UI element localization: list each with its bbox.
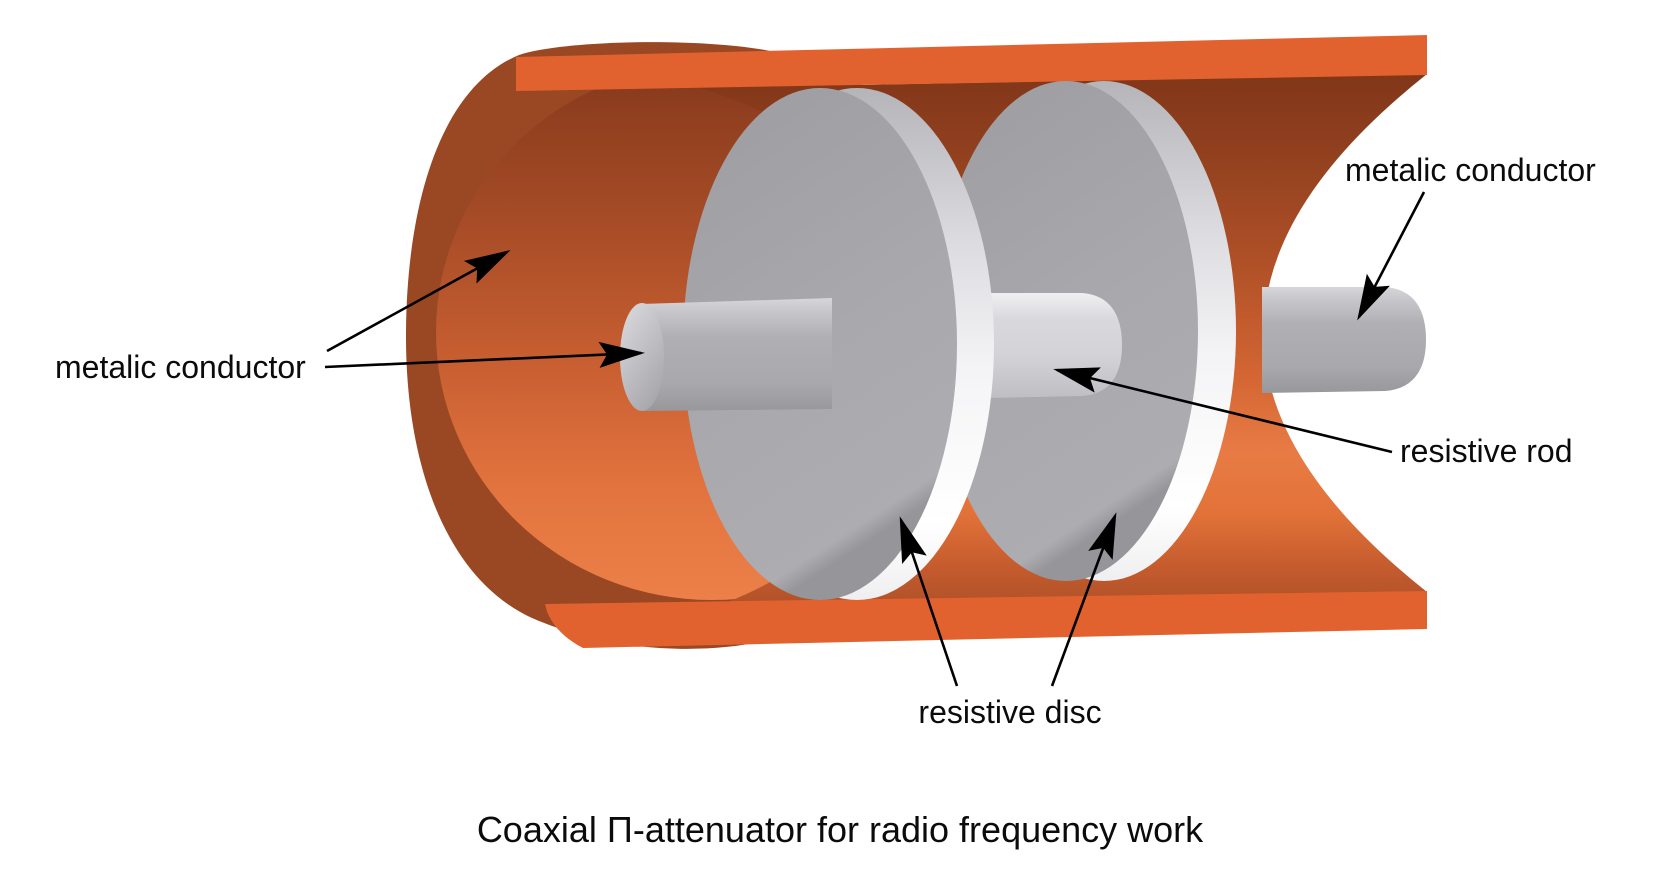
leader-arrow-disc-1 xyxy=(899,516,959,687)
tube-cut-edge-bottom xyxy=(545,591,1427,648)
leader-arrow-right-rod xyxy=(1357,191,1426,321)
leader-arrow-resistive-rod xyxy=(1053,367,1393,454)
label-metalic-conductor-right: metalic conductor xyxy=(1345,152,1596,188)
leader-arrow-disc-2 xyxy=(1050,512,1117,687)
label-resistive-disc: resistive disc xyxy=(918,694,1101,730)
leader-arrow-tube-wall xyxy=(326,250,511,353)
diagram-caption: Coaxial Π-attenuator for radio frequency… xyxy=(477,809,1204,850)
label-resistive-rod: resistive rod xyxy=(1400,433,1573,469)
conductor-rod-left xyxy=(641,298,832,411)
conductor-rod-left-endcap xyxy=(620,303,664,411)
conductor-rod-right xyxy=(1262,287,1426,393)
label-metalic-conductor-left: metalic conductor xyxy=(55,349,306,385)
leader-arrow-left-rod xyxy=(324,341,645,369)
tube-cut-edge-top xyxy=(516,35,1427,91)
